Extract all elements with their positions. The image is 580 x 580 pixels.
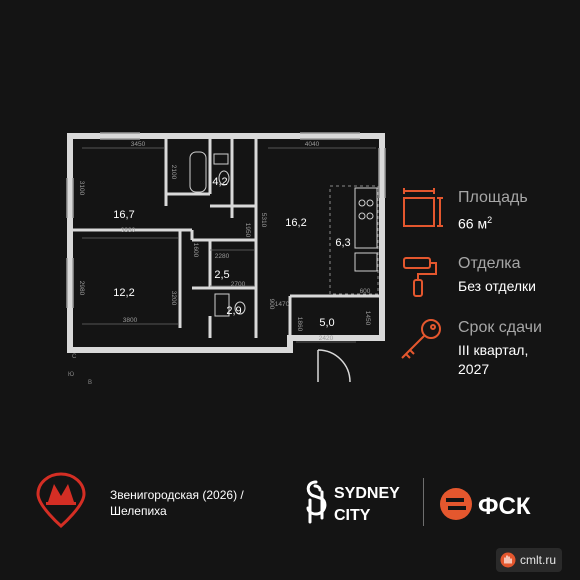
deadline-label: Срок сдачи (458, 318, 542, 336)
metro-station: Звенигородская (2026) / Шелепиха (110, 487, 244, 519)
sydney-city-logo: SYDNEY CITY (306, 480, 400, 524)
fsk-logo: ФСК (440, 488, 531, 520)
kitchen-zone (329, 185, 379, 295)
dim-label: 2280 (215, 253, 230, 260)
bath-fixtures (189, 151, 246, 317)
finish-row: Отделка Без отделки (398, 252, 573, 298)
dim-label: 2980 (78, 281, 85, 296)
walls (67, 133, 385, 353)
metro-line2: Шелепиха (110, 504, 167, 518)
dim-label: 5310 (260, 213, 267, 228)
footer-divider (423, 478, 424, 526)
paint-roller-icon (403, 256, 437, 297)
room-living-area: 16,7 (113, 209, 134, 221)
room-bedroom-area: 12,2 (113, 287, 134, 299)
room-kitchen-area: 6,3 (335, 237, 350, 249)
dim-label: 1600 (192, 243, 199, 258)
room-wc-area: 2,9 (226, 305, 241, 317)
area-number: 66 м (458, 215, 488, 232)
watermark: cmlt.ru (496, 548, 562, 572)
dim-label: 1950 (244, 223, 251, 238)
dim-label: 2420 (319, 335, 334, 342)
dim-label: 1470 (275, 301, 290, 308)
dim-label: 3800 (123, 317, 138, 324)
dim-label: 4040 (305, 141, 320, 148)
room-bath-area: 4,2 (212, 176, 227, 188)
area-row: Площадь 66 м2 (398, 186, 573, 234)
key-icon (401, 318, 441, 359)
compass-letter: В (88, 380, 92, 386)
compass-letter: C (72, 354, 77, 360)
area-value: 66 м2 (458, 211, 528, 234)
area-label: Площадь (458, 189, 528, 206)
dim-label: 3450 (131, 141, 146, 148)
hand-icon (500, 552, 516, 568)
metro-logo-icon (36, 472, 86, 528)
dim-label: 2100 (170, 165, 177, 180)
info-panel: Площадь 66 м2 Отделка Без отделки Срок с… (398, 186, 573, 397)
deadline-row: Срок сдачи III квартал, 2027 (398, 316, 573, 379)
room-main-area: 16,2 (285, 217, 306, 229)
finish-value: Без отделки (458, 277, 537, 294)
compass-letter: Ю (68, 372, 74, 378)
watermark-text: cmlt.ru (520, 553, 556, 567)
brand-line2: CITY (334, 507, 371, 524)
dim-label: 1450 (364, 311, 371, 326)
room-loggia-area: 5,0 (319, 317, 334, 329)
dim-label: 1860 (296, 317, 303, 332)
kitchen-fixtures (354, 187, 378, 272)
dimension-lines (82, 147, 376, 343)
dim-label: 900 (268, 299, 275, 310)
area-unit-sup: 2 (487, 215, 493, 225)
windows (66, 132, 386, 308)
deadline-line1: III квартал, (458, 341, 529, 358)
dim-label: 2700 (231, 281, 246, 288)
dim-label: 600 (360, 288, 371, 295)
developer-name: ФСК (478, 493, 531, 520)
dim-label: 3200 (170, 291, 177, 306)
dim-label: 3100 (78, 181, 85, 196)
entrance-door (317, 349, 351, 383)
room-hall-area: 2,5 (214, 269, 229, 281)
finish-label: Отделка (458, 254, 521, 272)
deadline-line2: 2027 (458, 360, 490, 377)
dim-label: 3880 (121, 227, 136, 234)
floor-plan: 16,7 12,2 4,2 2,5 2,9 16,2 6,3 5,0 3450 … (66, 132, 386, 386)
metro-line1: Звенигородская (2026) / (110, 488, 244, 502)
brand-line1: SYDNEY (334, 485, 400, 502)
area-icon (403, 188, 443, 227)
